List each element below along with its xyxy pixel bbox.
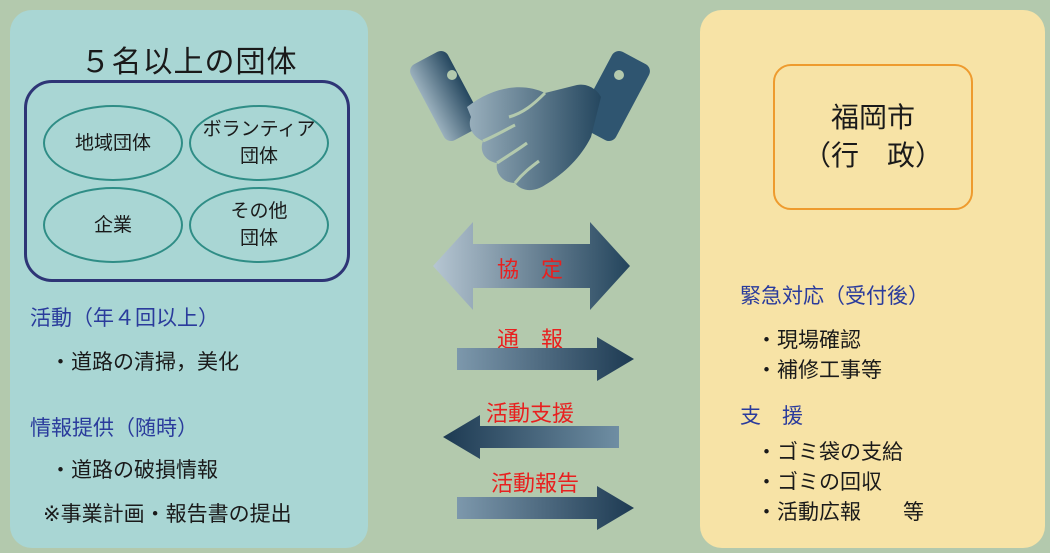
support-item: ・ゴミの回収	[756, 470, 882, 494]
group-title: ５名以上の団体	[80, 45, 298, 80]
member-types-box: 地域団体 ボランティア 団体 企業 その他 団体	[24, 80, 350, 282]
submission-note: ※事業計画・報告書の提出	[43, 502, 292, 526]
activity-item: ・道路の清掃，美化	[50, 350, 239, 374]
handshake-icon	[410, 50, 650, 191]
emergency-item: ・補修工事等	[756, 358, 882, 382]
info-item: ・道路の破損情報	[50, 458, 218, 482]
support-item: ・活動広報 等	[756, 500, 924, 524]
member-community-group: 地域団体	[43, 105, 183, 181]
member-other-group: その他 団体	[189, 187, 329, 263]
agreement-double-arrow	[433, 222, 630, 310]
member-volunteer-group: ボランティア 団体	[189, 105, 329, 181]
emergency-heading: 緊急対応（受付後）	[740, 284, 929, 308]
support-heading: 支 援	[740, 404, 803, 428]
activity-heading: 活動（年４回以上）	[30, 306, 219, 330]
member-company: 企業	[43, 187, 183, 263]
group-panel: ５名以上の団体 地域団体 ボランティア 団体 企業 その他 団体 活動（年４回以…	[10, 10, 368, 548]
info-heading: 情報提供（随時）	[30, 416, 198, 440]
report-notice-arrow	[457, 337, 634, 381]
emergency-item: ・現場確認	[756, 328, 861, 352]
support-item: ・ゴミ袋の支給	[756, 440, 903, 464]
agreement-label: 協 定	[496, 258, 563, 283]
activity-support-label: 活動支援	[485, 402, 574, 427]
activity-support-arrow	[443, 415, 619, 459]
city-name: 福岡市	[830, 101, 915, 134]
activity-report-arrow	[457, 486, 634, 530]
activity-report-label: 活動報告	[490, 472, 579, 497]
city-box: 福岡市 （行 政）	[773, 64, 973, 210]
city-role: （行 政）	[802, 139, 943, 172]
city-panel: 福岡市 （行 政） 緊急対応（受付後） ・現場確認 ・補修工事等 支 援 ・ゴミ…	[700, 10, 1045, 548]
